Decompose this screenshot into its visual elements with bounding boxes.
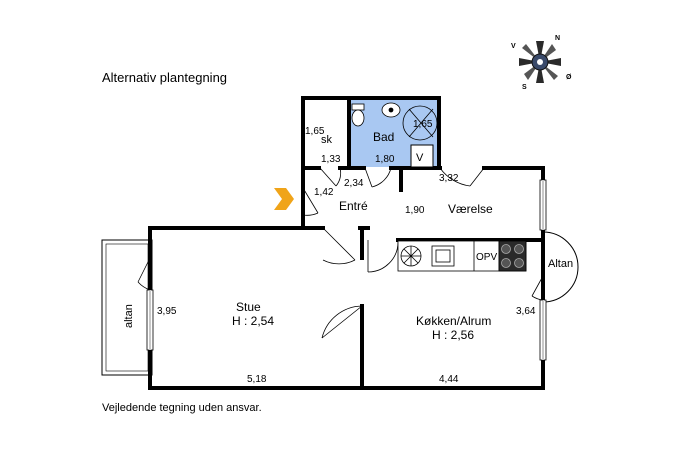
dim-bad-w: 1,80: [375, 154, 395, 165]
dim-stue-w: 5,18: [247, 374, 267, 385]
right-balcony-label: Altan: [548, 258, 573, 270]
compass-n: N: [555, 35, 560, 42]
entrance-arrow-icon: [274, 188, 294, 210]
dim-kok-h: 3,64: [516, 306, 536, 317]
room-kokken-height: H : 2,56: [432, 328, 474, 342]
room-sk: sk: [321, 134, 333, 146]
compass-v: V: [511, 43, 516, 50]
doors: [137, 167, 544, 339]
dim-kok-w: 4,44: [439, 374, 459, 385]
dim-stue-h: 3,95: [157, 306, 177, 317]
closet-v-label: V: [416, 152, 424, 164]
kitchen-counter: [397, 240, 527, 272]
room-vaerelse: Værelse: [448, 202, 493, 216]
room-bad: Bad: [373, 130, 394, 144]
compass-s: S: [522, 84, 527, 91]
left-balcony-label: altan: [123, 304, 135, 328]
disclaimer: Vejledende tegning uden ansvar.: [102, 402, 262, 414]
room-stue-height: H : 2,54: [232, 314, 274, 328]
dim-bad-h: 1,65: [413, 119, 433, 130]
compass-o: Ø: [566, 74, 572, 81]
plan-title: Alternativ plantegning: [102, 70, 227, 85]
right-balcony: [542, 231, 579, 303]
dim-sk-w: 1,65: [305, 126, 325, 137]
compass-icon: N V S Ø: [511, 35, 572, 91]
dim-entre-a: 1,42: [314, 187, 334, 198]
dim-entre-c: 1,90: [405, 205, 425, 216]
room-stue: Stue: [236, 300, 261, 314]
room-entre: Entré: [339, 199, 368, 213]
dim-sk-d: 1,33: [321, 154, 341, 165]
windows: [146, 179, 547, 361]
room-kokken: Køkken/Alrum: [416, 314, 491, 328]
dishwasher-label: OPV: [476, 252, 497, 263]
closet-v: [410, 144, 434, 168]
bath-fixtures: [351, 102, 438, 141]
dim-vaer: 3,32: [439, 173, 459, 184]
dim-entre-b: 2,34: [344, 178, 364, 189]
